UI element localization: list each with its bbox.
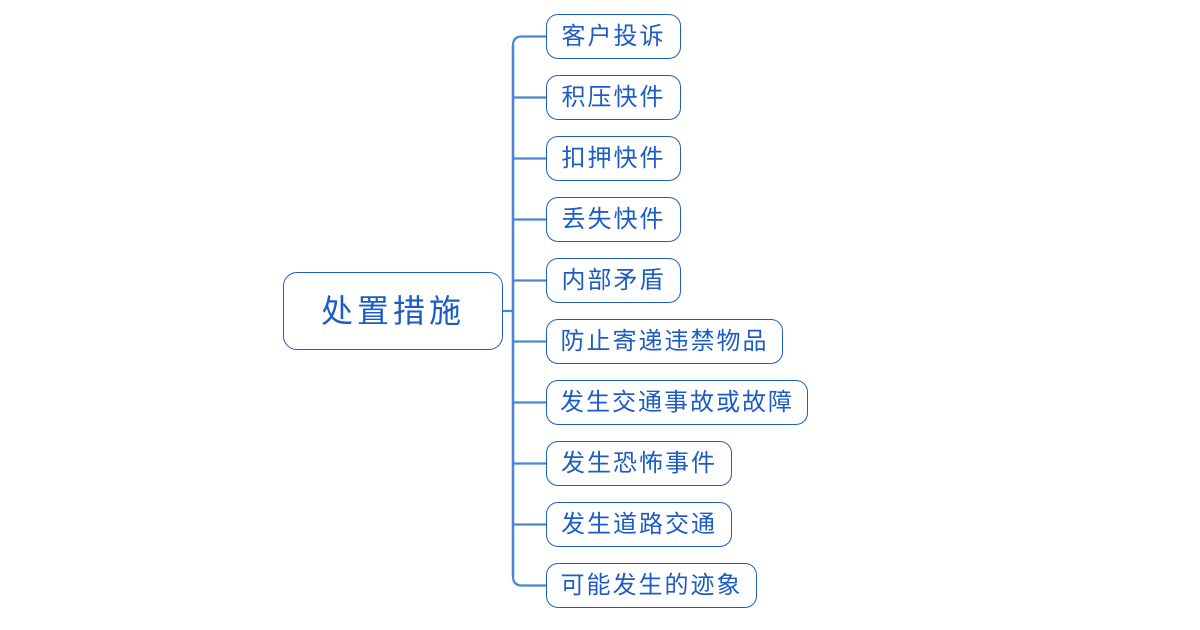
child-node-label: 内部矛盾 [561,267,666,294]
child-node-8[interactable]: 发生恐怖事件 [546,441,732,486]
child-node-10[interactable]: 可能发生的迹象 [546,563,757,608]
child-node-label: 积压快件 [561,84,666,111]
child-node-label: 客户投诉 [561,23,666,50]
child-node-label: 防止寄递违禁物品 [560,328,769,355]
root-node[interactable]: 处置措施 [283,272,503,350]
child-node-4[interactable]: 丢失快件 [546,197,681,242]
child-node-5[interactable]: 内部矛盾 [546,258,681,303]
child-node-label: 发生交通事故或故障 [560,389,794,416]
child-node-3[interactable]: 扣押快件 [546,136,681,181]
child-node-label: 丢失快件 [561,206,666,233]
child-node-label: 发生道路交通 [561,511,717,538]
child-node-1[interactable]: 客户投诉 [546,14,681,59]
child-node-label: 扣押快件 [561,145,666,172]
child-node-9[interactable]: 发生道路交通 [546,502,732,547]
root-node-label: 处置措施 [320,293,465,329]
child-node-7[interactable]: 发生交通事故或故障 [546,380,808,425]
child-node-2[interactable]: 积压快件 [546,75,681,120]
child-node-6[interactable]: 防止寄递违禁物品 [546,319,783,364]
child-node-label: 可能发生的迹象 [560,572,743,599]
child-node-label: 发生恐怖事件 [561,450,717,477]
